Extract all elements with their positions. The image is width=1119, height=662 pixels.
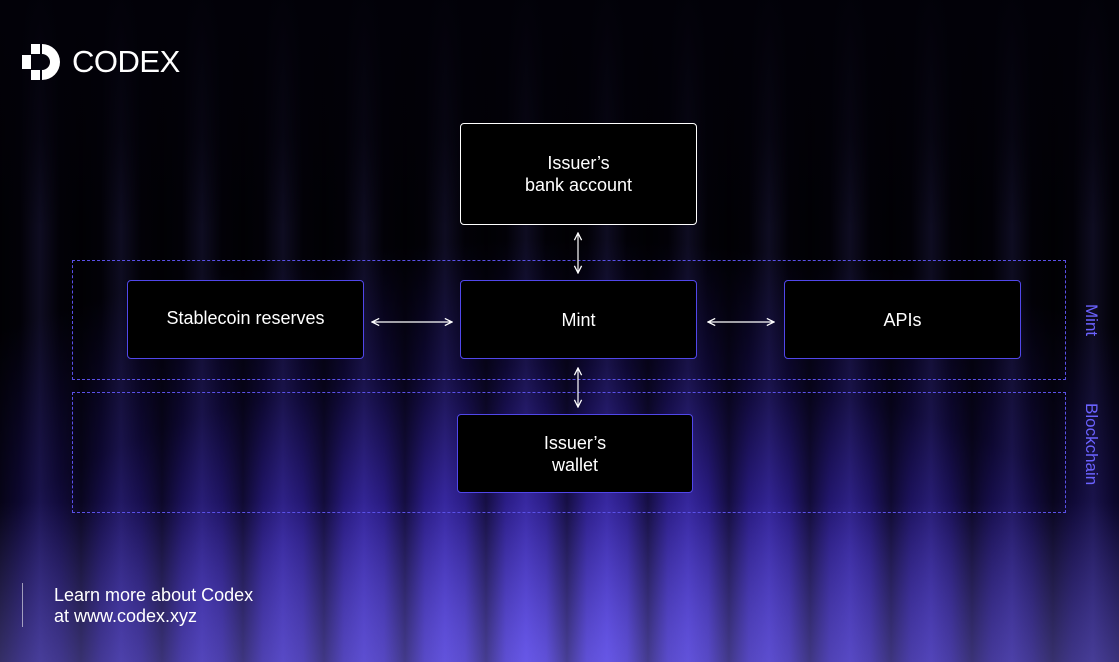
- footer-link-text: at www.codex.xyz: [54, 606, 198, 626]
- node-issuer-bank-account: Issuer’s bank account: [460, 123, 697, 225]
- node-stablecoin-reserves-label: Stablecoin reserves: [166, 308, 325, 328]
- codex-logo-icon: [22, 44, 60, 80]
- brand-logo: CODEX: [22, 44, 180, 80]
- node-issuer-wallet-label: Issuer’s wallet: [543, 432, 607, 475]
- node-issuer-wallet: Issuer’s wallet: [457, 414, 693, 493]
- blockchain-group: [72, 392, 1066, 513]
- mint-group-label: Mint: [1082, 304, 1101, 337]
- node-mint: Mint: [460, 280, 697, 359]
- node-stablecoin-reserves: Stablecoin reserves: [127, 280, 364, 359]
- footer-divider: [22, 583, 23, 627]
- node-issuer-bank-account-label: Issuer’s bank account: [524, 153, 633, 195]
- footer-line-1: Learn more about Codex: [54, 585, 254, 605]
- node-apis: APIs: [784, 280, 1021, 359]
- blockchain-group-label: Blockchain: [1082, 403, 1101, 486]
- node-mint-label: Mint: [561, 309, 596, 330]
- node-apis-label: APIs: [883, 309, 922, 330]
- footer-cta: Learn more about Codex at www.codex.xyz: [54, 585, 253, 627]
- background-bottom-light: [0, 502, 1119, 662]
- brand-name: CODEX: [72, 44, 180, 79]
- mint-group: [72, 260, 1066, 380]
